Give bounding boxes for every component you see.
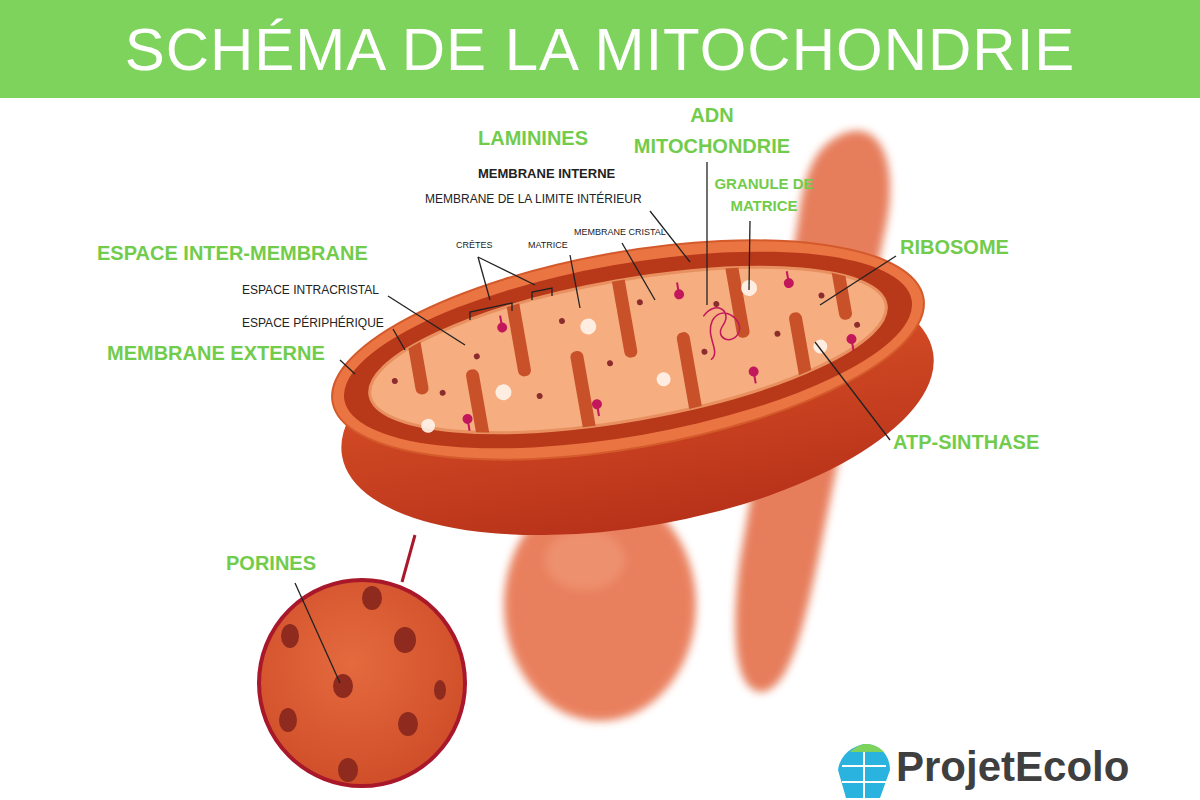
part-label: LAMININES — [478, 126, 588, 150]
label-holder: ProjetEcolo — [896, 742, 1129, 792]
label-holder: ESPACE PÉRIPHÉRIQUE — [242, 316, 384, 330]
label-holder: MEMBRANE DE LA LIMITE INTÉRIEUR — [425, 192, 642, 206]
label-holder: CRÊTES — [456, 240, 493, 251]
part-label: PORINES — [226, 551, 316, 575]
mitochondrion-body — [316, 201, 955, 576]
label-holder: RIBOSOME — [900, 235, 1009, 259]
part-label: MEMBRANE CRISTAL — [574, 227, 666, 238]
label-holder: MEMBRANE INTERNE — [478, 166, 615, 182]
label-holder: MEMBRANE CRISTAL — [574, 227, 666, 238]
part-label: CRÊTES — [456, 240, 493, 251]
part-label: ESPACE INTER-MEMBRANE — [97, 241, 368, 265]
part-label: ESPACE INTRACRISTAL — [242, 283, 379, 297]
label-holder: MATRICE — [528, 240, 568, 251]
watermark: ProjetEcolo — [896, 742, 1129, 792]
porin-magnifier — [259, 580, 465, 786]
label-holder: ATP-SINTHASE — [893, 430, 1039, 454]
part-label: MEMBRANE DE LA LIMITE INTÉRIEUR — [425, 192, 642, 206]
label-holder: LAMININES — [478, 126, 588, 150]
label-holder: MEMBRANE EXTERNE — [107, 341, 325, 365]
logo-icon — [838, 744, 890, 798]
part-label: GRANULE DE MATRICE — [714, 173, 814, 217]
part-label: MEMBRANE EXTERNE — [107, 341, 325, 365]
page-title: SCHÉMA DE LA MITOCHONDRIE — [125, 15, 1076, 84]
part-label: ATP-SINTHASE — [893, 430, 1039, 454]
label-holder: ESPACE INTRACRISTAL — [242, 283, 379, 297]
leader-lines — [295, 162, 896, 683]
part-label: ADN MITOCHONDRIE — [622, 100, 802, 162]
label-holder: PORINES — [226, 551, 316, 575]
label-holder: GRANULE DE MATRICE — [714, 173, 814, 217]
title-holder: SCHÉMA DE LA MITOCHONDRIE — [0, 0, 1200, 98]
label-holder: ESPACE INTER-MEMBRANE — [97, 241, 368, 265]
part-label: RIBOSOME — [900, 235, 1009, 259]
title-band — [0, 0, 1200, 98]
part-label: MEMBRANE INTERNE — [478, 166, 615, 182]
part-label: MATRICE — [528, 240, 568, 251]
part-label: ESPACE PÉRIPHÉRIQUE — [242, 316, 384, 330]
label-holder: ADN MITOCHONDRIE — [622, 100, 802, 162]
